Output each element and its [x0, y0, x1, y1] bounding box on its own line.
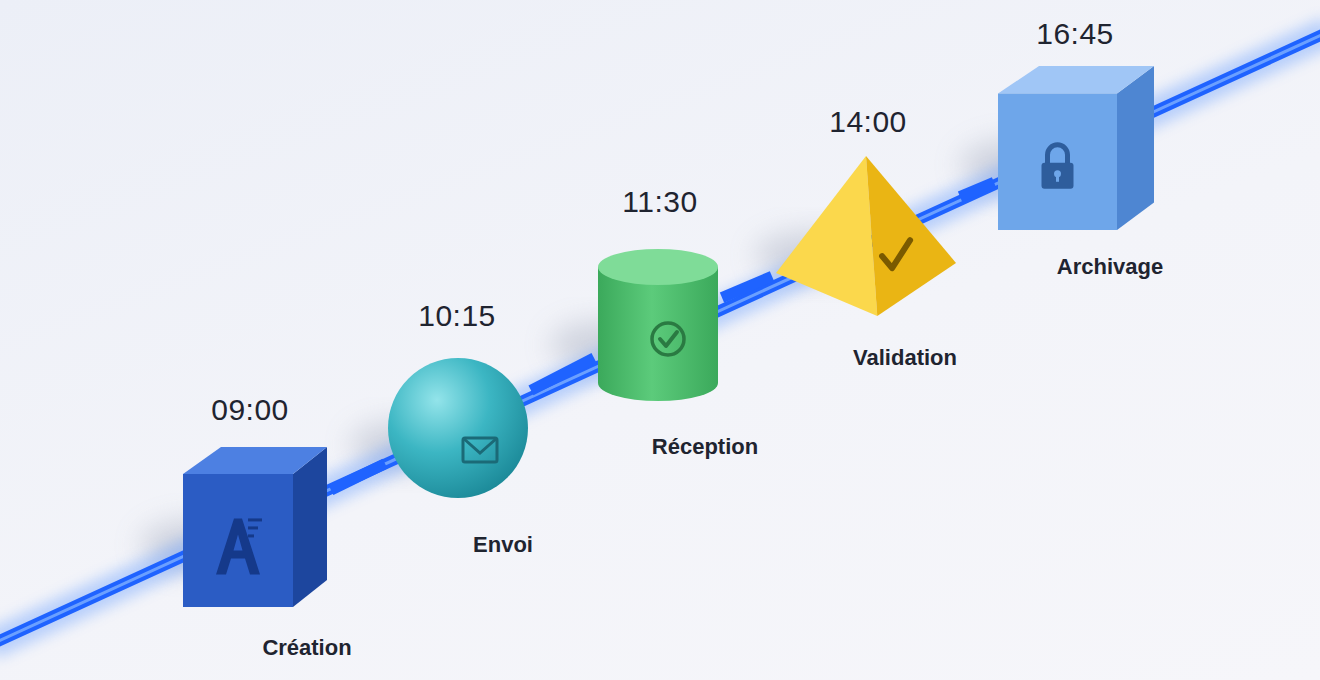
lock-icon: [1042, 145, 1074, 189]
timeline-step: 14:00Validation: [772, 152, 960, 320]
cube-shape: [179, 443, 331, 611]
letter-icon: [216, 518, 262, 574]
envelope-flap: [463, 438, 497, 453]
timeline-glow: [0, 31, 1320, 645]
cube-top: [998, 66, 1154, 94]
timeline-segment: [331, 464, 385, 490]
timeline-highlight: [0, 31, 1320, 645]
cube-front: [998, 94, 1117, 230]
step-label: Envoi: [473, 532, 533, 558]
check-mark: [660, 332, 677, 346]
pyramid-right-face: [866, 156, 956, 316]
cylinder-shape: [594, 245, 722, 405]
timeline-segment: [960, 182, 994, 196]
letter-glyph: [216, 518, 260, 574]
mail-icon: [463, 438, 497, 462]
time-label: 14:00: [829, 105, 907, 139]
cylinder-body: [598, 267, 718, 401]
step-label: Réception: [652, 434, 758, 460]
text-line: [248, 518, 262, 521]
timeline-segment: [531, 358, 594, 390]
timeline-step: 10:15Envoi: [385, 355, 531, 501]
text-line: [248, 534, 254, 537]
cube-top: [183, 447, 327, 474]
time-label: 16:45: [1036, 17, 1114, 51]
timeline-segment: [722, 276, 772, 297]
lock-body: [1042, 163, 1074, 189]
timeline-step: 16:45Archivage: [994, 62, 1158, 234]
envelope-body: [463, 438, 497, 462]
check-mark: [882, 240, 910, 268]
pyramid-left-face: [776, 156, 877, 316]
sphere-shape: [385, 355, 531, 501]
cube-front: [183, 474, 293, 607]
timeline-step: 11:30Réception: [594, 245, 722, 405]
sphere-body: [388, 358, 528, 498]
time-label: 09:00: [211, 393, 289, 427]
cylinder-top: [598, 249, 718, 285]
check-icon: [882, 240, 910, 268]
step-label: Création: [262, 635, 351, 661]
check-ring: [652, 323, 684, 355]
cube-shape: [994, 62, 1158, 234]
cube-side: [293, 447, 327, 607]
timeline-step: 09:00Création: [179, 443, 331, 611]
step-label: Validation: [853, 345, 957, 371]
text-line: [248, 526, 258, 529]
cube-side: [1117, 66, 1154, 230]
time-label: 10:15: [418, 299, 496, 333]
lock-shackle: [1048, 145, 1068, 164]
keyhole-slot: [1056, 175, 1059, 182]
pyramid-shape: [772, 152, 960, 320]
timeline-line: [0, 31, 1320, 645]
time-label: 11:30: [622, 185, 697, 219]
step-label: Archivage: [1057, 254, 1163, 280]
checkcircle-icon: [652, 323, 684, 355]
